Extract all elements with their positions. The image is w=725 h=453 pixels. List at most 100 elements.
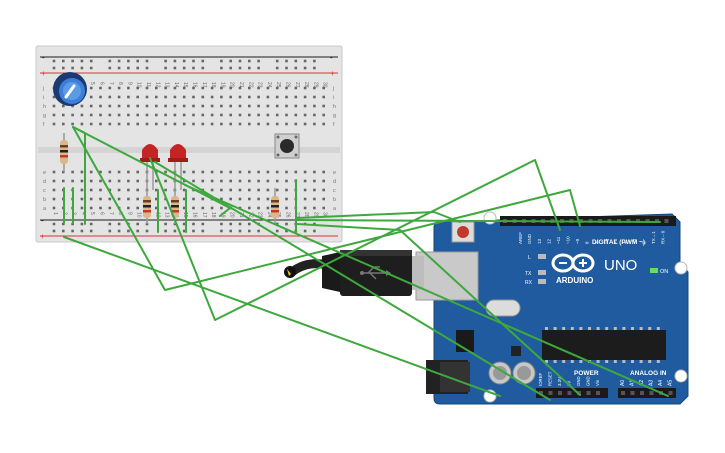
rail-hole[interactable] bbox=[220, 59, 223, 63]
breadboard-hole[interactable] bbox=[313, 206, 316, 210]
breadboard-hole[interactable] bbox=[62, 122, 65, 126]
potentiometer[interactable] bbox=[53, 72, 87, 106]
breadboard-hole[interactable] bbox=[275, 122, 279, 126]
breadboard-hole[interactable] bbox=[117, 170, 121, 174]
breadboard-hole[interactable] bbox=[210, 206, 214, 210]
breadboard-hole[interactable] bbox=[99, 170, 102, 174]
breadboard-hole[interactable] bbox=[192, 95, 195, 99]
breadboard-hole[interactable] bbox=[99, 188, 102, 192]
breadboard-hole[interactable] bbox=[285, 188, 288, 192]
breadboard-hole[interactable] bbox=[220, 188, 223, 192]
breadboard-hole[interactable] bbox=[257, 179, 260, 183]
breadboard-hole[interactable] bbox=[71, 113, 74, 117]
breadboard-hole[interactable] bbox=[248, 122, 251, 126]
breadboard-hole[interactable] bbox=[117, 179, 121, 183]
breadboard-hole[interactable] bbox=[155, 86, 158, 90]
breadboard-hole[interactable] bbox=[192, 104, 195, 108]
resistor[interactable] bbox=[271, 188, 279, 224]
breadboard-hole[interactable] bbox=[108, 170, 112, 174]
rail-hole[interactable] bbox=[313, 66, 316, 70]
breadboard-hole[interactable] bbox=[173, 122, 177, 126]
breadboard-hole[interactable] bbox=[182, 170, 186, 174]
breadboard-hole[interactable] bbox=[155, 95, 158, 99]
breadboard-hole[interactable] bbox=[294, 122, 298, 126]
rail-hole[interactable] bbox=[80, 59, 84, 63]
rail-hole[interactable] bbox=[285, 229, 288, 233]
breadboard-hole[interactable] bbox=[127, 113, 130, 117]
header-hole[interactable] bbox=[586, 391, 591, 395]
rail-hole[interactable] bbox=[201, 222, 205, 226]
breadboard-hole[interactable] bbox=[89, 206, 93, 210]
breadboard-hole[interactable] bbox=[238, 95, 242, 99]
breadboard-hole[interactable] bbox=[71, 104, 74, 108]
breadboard-hole[interactable] bbox=[322, 188, 325, 192]
breadboard-hole[interactable] bbox=[220, 113, 223, 117]
breadboard-hole[interactable] bbox=[322, 197, 325, 201]
breadboard-hole[interactable] bbox=[238, 104, 242, 108]
breadboard-hole[interactable] bbox=[127, 104, 130, 108]
breadboard-hole[interactable] bbox=[192, 170, 195, 174]
rail-hole[interactable] bbox=[238, 222, 242, 226]
breadboard-hole[interactable] bbox=[229, 113, 232, 117]
breadboard-hole[interactable] bbox=[80, 122, 84, 126]
breadboard-hole[interactable] bbox=[117, 122, 121, 126]
breadboard-hole[interactable] bbox=[89, 179, 93, 183]
reset-button-cap[interactable] bbox=[457, 226, 469, 238]
breadboard-hole[interactable] bbox=[80, 188, 84, 192]
breadboard-hole[interactable] bbox=[164, 188, 167, 192]
breadboard-hole[interactable] bbox=[266, 104, 270, 108]
breadboard-hole[interactable] bbox=[220, 170, 223, 174]
rail-hole[interactable] bbox=[182, 66, 186, 70]
breadboard-hole[interactable] bbox=[117, 95, 121, 99]
rail-hole[interactable] bbox=[248, 222, 251, 226]
breadboard-hole[interactable] bbox=[257, 86, 260, 90]
breadboard-hole[interactable] bbox=[136, 113, 139, 117]
breadboard-hole[interactable] bbox=[248, 197, 251, 201]
rail-hole[interactable] bbox=[145, 66, 149, 70]
rail-hole[interactable] bbox=[229, 229, 232, 233]
breadboard-hole[interactable] bbox=[127, 206, 130, 210]
breadboard-hole[interactable] bbox=[248, 188, 251, 192]
header-hole[interactable] bbox=[596, 391, 600, 395]
breadboard-hole[interactable] bbox=[136, 197, 139, 201]
rail-hole[interactable] bbox=[52, 66, 56, 70]
breadboard-hole[interactable] bbox=[127, 95, 130, 99]
rail-hole[interactable] bbox=[275, 59, 279, 63]
breadboard-hole[interactable] bbox=[294, 95, 298, 99]
header-hole[interactable] bbox=[664, 219, 669, 223]
breadboard-hole[interactable] bbox=[313, 179, 316, 183]
breadboard-hole[interactable] bbox=[266, 122, 270, 126]
rail-hole[interactable] bbox=[62, 222, 65, 226]
breadboard-hole[interactable] bbox=[71, 179, 74, 183]
breadboard-hole[interactable] bbox=[303, 122, 307, 126]
breadboard-hole[interactable] bbox=[62, 113, 65, 117]
breadboard-hole[interactable] bbox=[313, 104, 316, 108]
breadboard-hole[interactable] bbox=[71, 122, 74, 126]
breadboard-hole[interactable] bbox=[182, 113, 186, 117]
header-hole[interactable] bbox=[649, 391, 654, 395]
rail-hole[interactable] bbox=[220, 229, 223, 233]
breadboard-hole[interactable] bbox=[155, 179, 158, 183]
rail-hole[interactable] bbox=[229, 66, 232, 70]
breadboard-hole[interactable] bbox=[248, 86, 251, 90]
breadboard-hole[interactable] bbox=[164, 179, 167, 183]
breadboard-hole[interactable] bbox=[248, 113, 251, 117]
breadboard-hole[interactable] bbox=[303, 104, 307, 108]
breadboard-hole[interactable] bbox=[108, 122, 112, 126]
breadboard-hole[interactable] bbox=[285, 179, 288, 183]
breadboard-hole[interactable] bbox=[108, 197, 112, 201]
header-hole[interactable] bbox=[548, 391, 553, 395]
breadboard-hole[interactable] bbox=[192, 113, 195, 117]
rail-hole[interactable] bbox=[313, 229, 316, 233]
breadboard-hole[interactable] bbox=[155, 122, 158, 126]
rail-hole[interactable] bbox=[303, 59, 307, 63]
breadboard-hole[interactable] bbox=[127, 122, 130, 126]
rail-hole[interactable] bbox=[201, 59, 205, 63]
breadboard-hole[interactable] bbox=[89, 170, 93, 174]
breadboard-hole[interactable] bbox=[192, 179, 195, 183]
rail-hole[interactable] bbox=[192, 66, 195, 70]
breadboard-hole[interactable] bbox=[322, 179, 325, 183]
rail-hole[interactable] bbox=[275, 229, 279, 233]
rail-hole[interactable] bbox=[108, 222, 112, 226]
rail-hole[interactable] bbox=[52, 222, 56, 226]
